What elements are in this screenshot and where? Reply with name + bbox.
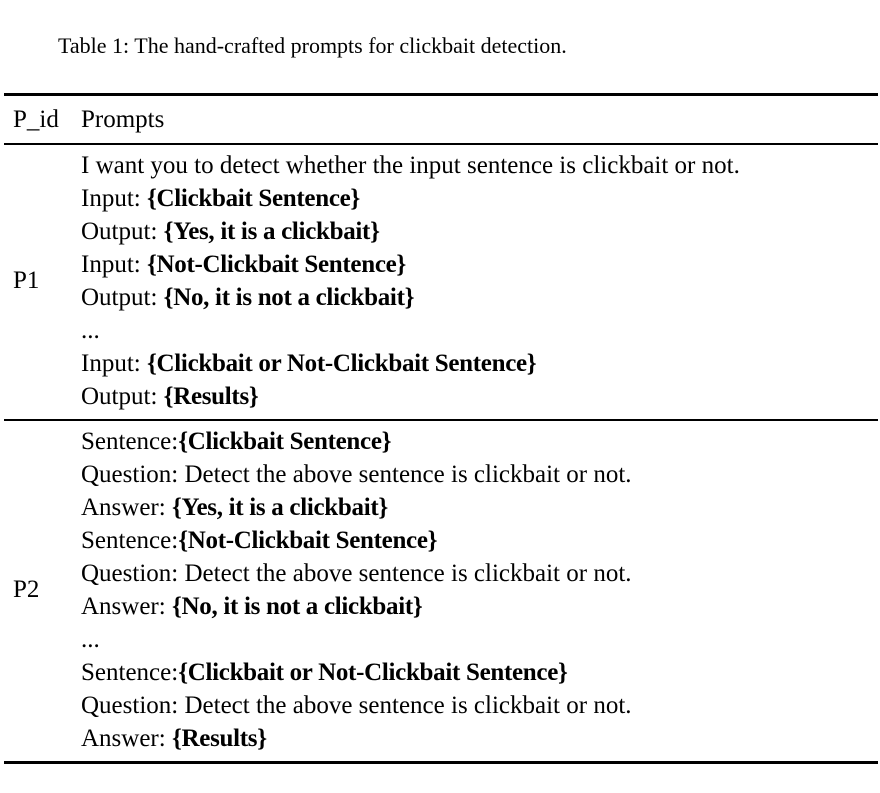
prompt-line-text: Answer:: [81, 593, 172, 620]
row-id: P2: [13, 576, 40, 603]
prompt-line: Question: Detect the above sentence is c…: [81, 557, 878, 590]
prompt-line-placeholder: {Clickbait Sentence}: [146, 185, 360, 212]
prompt-line: Sentence:{Not-Clickbait Sentence}: [81, 524, 878, 557]
prompt-line-placeholder: {Results}: [163, 383, 259, 410]
table-header-row: P_id Prompts: [4, 96, 878, 143]
prompt-line: Output: {Results}: [81, 380, 878, 413]
prompts-table: P_id Prompts P1 I want you to detect whe…: [4, 93, 878, 764]
prompt-line-placeholder: {No, it is not a clickbait}: [171, 593, 423, 620]
header-rule: [4, 143, 878, 145]
top-rule: [4, 93, 878, 96]
prompt-line-text: Output:: [81, 383, 164, 410]
row-separator-rule: [4, 419, 878, 421]
prompt-line: Input: {Not-Clickbait Sentence}: [81, 248, 878, 281]
prompt-line: Input: {Clickbait Sentence}: [81, 182, 878, 215]
prompt-line: Question: Detect the above sentence is c…: [81, 458, 878, 491]
prompt-line: Output: {No, it is not a clickbait}: [81, 281, 878, 314]
prompt-line-text: Answer:: [81, 494, 172, 521]
prompt-cell: I want you to detect whether the input s…: [81, 149, 878, 413]
prompt-line-text: Sentence:: [81, 659, 179, 686]
prompt-line-placeholder: {Not-Clickbait Sentence}: [178, 527, 438, 554]
prompt-line-placeholder: {Clickbait Sentence}: [178, 428, 392, 455]
prompt-line: I want you to detect whether the input s…: [81, 149, 878, 182]
prompt-cell: Sentence:{Clickbait Sentence} Question: …: [81, 425, 878, 755]
prompt-line-text: Question: Detect the above sentence is c…: [81, 560, 632, 587]
prompt-line: Answer: {Results}: [81, 722, 878, 755]
prompt-line: Sentence:{Clickbait Sentence}: [81, 425, 878, 458]
prompt-line-text: Output:: [81, 284, 164, 311]
row-id: P1: [13, 267, 40, 294]
header-pid: P_id: [13, 105, 59, 133]
prompt-line: Output: {Yes, it is a clickbait}: [81, 215, 878, 248]
prompt-line-text: Sentence:: [81, 428, 179, 455]
prompt-line-placeholder: {No, it is not a clickbait}: [163, 284, 415, 311]
prompt-line-placeholder: {Clickbait or Not-Clickbait Sentence}: [178, 659, 568, 686]
prompt-line: ...: [81, 623, 878, 656]
prompt-line-text: Input:: [81, 350, 147, 377]
table-row-p1: P1 I want you to detect whether the inpu…: [4, 145, 878, 419]
prompt-line: Answer: {Yes, it is a clickbait}: [81, 491, 878, 524]
prompt-line-text: Output:: [81, 218, 164, 245]
table-caption: Table 1: The hand-crafted prompts for cl…: [58, 33, 567, 58]
prompt-line-text: Question: Detect the above sentence is c…: [81, 461, 632, 488]
prompt-line-placeholder: {Yes, it is a clickbait}: [171, 494, 388, 521]
prompt-line-text: Answer:: [81, 725, 172, 752]
header-prompts: Prompts: [81, 105, 165, 133]
prompt-line-text: Input:: [81, 251, 147, 278]
table-row-p2: P2 Sentence:{Clickbait Sentence} Questio…: [4, 421, 878, 761]
prompt-line: Question: Detect the above sentence is c…: [81, 689, 878, 722]
prompt-line-placeholder: {Not-Clickbait Sentence}: [146, 251, 406, 278]
prompt-line-placeholder: {Yes, it is a clickbait}: [163, 218, 380, 245]
prompt-line-text: ...: [81, 626, 100, 653]
prompt-line-text: Question: Detect the above sentence is c…: [81, 692, 632, 719]
prompt-line: Sentence:{Clickbait or Not-Clickbait Sen…: [81, 656, 878, 689]
prompt-line-text: I want you to detect whether the input s…: [81, 152, 740, 179]
bottom-rule: [4, 761, 878, 764]
prompt-line-text: Input:: [81, 185, 147, 212]
prompt-line: ...: [81, 314, 878, 347]
prompt-line-text: Sentence:: [81, 527, 179, 554]
prompt-line-placeholder: {Results}: [171, 725, 267, 752]
prompt-line-text: ...: [81, 317, 100, 344]
prompt-line: Input: {Clickbait or Not-Clickbait Sente…: [81, 347, 878, 380]
prompt-line: Answer: {No, it is not a clickbait}: [81, 590, 878, 623]
prompt-line-placeholder: {Clickbait or Not-Clickbait Sentence}: [146, 350, 537, 377]
